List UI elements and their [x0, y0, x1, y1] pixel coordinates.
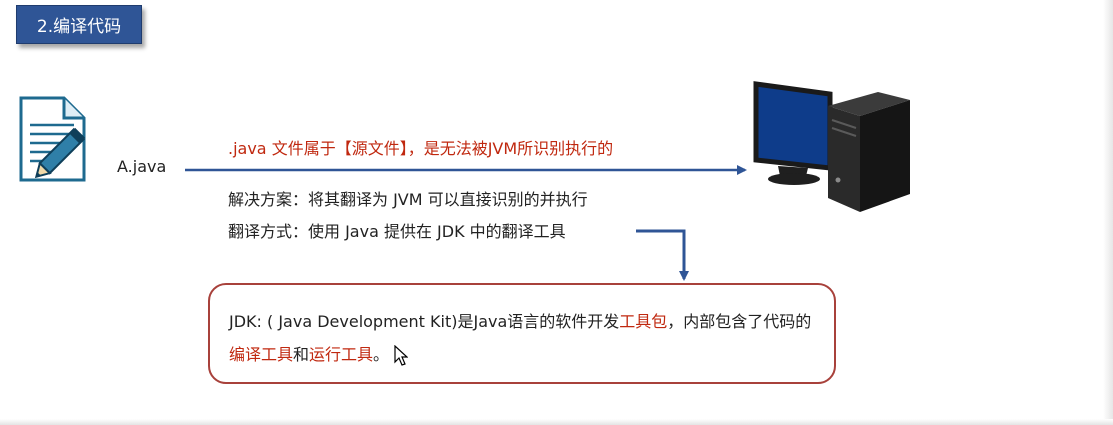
- jdk-text-part2: ，内部包含了代码的: [667, 312, 811, 331]
- toolkit-highlight: 工具包: [619, 312, 667, 331]
- jdk-description-box: JDK: ( Java Development Kit)是Java语言的软件开发…: [208, 283, 836, 384]
- jdk-description: JDK: ( Java Development Kit)是Java语言的软件开发…: [229, 305, 819, 371]
- jdk-arrow: [636, 231, 684, 279]
- jdk-text-part1: JDK: ( Java Development Kit)是Java语言的软件开发: [229, 312, 619, 331]
- jdk-text-part3: 和: [293, 345, 309, 364]
- jdk-text-part4: 。: [373, 345, 389, 364]
- compiler-tool-highlight: 编译工具: [229, 345, 293, 364]
- runtime-tool-highlight: 运行工具: [309, 345, 373, 364]
- mouse-cursor-icon: [394, 345, 408, 367]
